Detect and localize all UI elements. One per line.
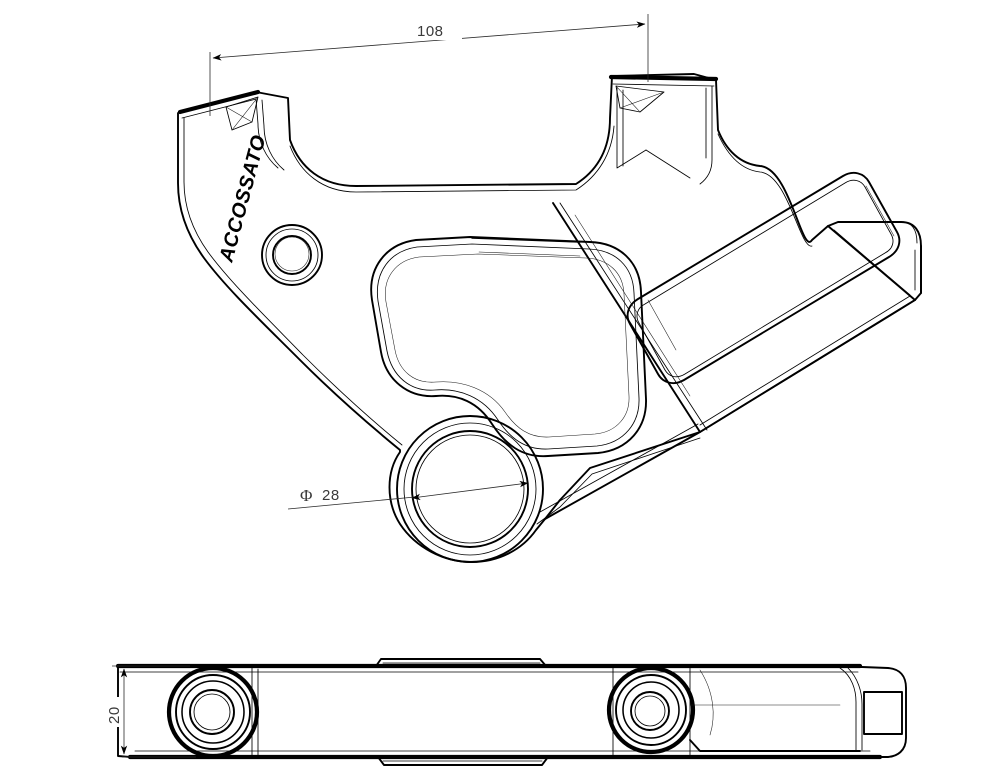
top-right-cap-edge-inner — [612, 83, 715, 87]
shoulder-rib-ref-line — [574, 214, 691, 397]
slab-outline — [117, 666, 907, 758]
left-edge-inner-line — [183, 117, 403, 446]
top-left-cap-edge-inner — [181, 98, 257, 119]
lightening-pocket — [370, 236, 647, 458]
top-saddle-inner-edge — [289, 125, 615, 193]
heel-block — [699, 221, 922, 433]
dimension-bore-symbol: Φ — [300, 486, 312, 505]
fastener-hole — [261, 224, 323, 286]
heel-plate-slot — [626, 171, 901, 385]
body-outer-outline — [177, 73, 922, 563]
centre-raised-strip-top — [375, 658, 547, 667]
brand-engraving: ACCOSSATO — [215, 133, 270, 266]
dimension-20-label: 20 — [106, 706, 123, 724]
rear-bushing-block — [612, 666, 861, 758]
dimension-bore-diameter: Φ 28 — [287, 480, 529, 510]
right-notch-inner-edge — [717, 133, 813, 247]
top-left-cap-edge — [177, 89, 261, 115]
heel-side-contour — [689, 667, 863, 751]
end-rectangle-detail — [863, 691, 903, 735]
right-mount-tab — [615, 85, 713, 185]
dimension-20: 20 — [106, 665, 196, 758]
front-view: 108 Φ 28 ACCOSSATO — [177, 14, 922, 563]
left-mount-tab — [225, 96, 285, 171]
pivot-bore — [396, 415, 544, 563]
dimension-bore-label: 28 — [322, 487, 340, 504]
diagonal-shoulder-rib — [539, 202, 708, 520]
rear-bushing — [606, 665, 696, 755]
lower-right-chamfer — [536, 437, 701, 525]
dimension-108: 108 — [209, 14, 649, 116]
centre-raised-strip-bottom — [377, 756, 549, 766]
top-right-cap-edge — [608, 74, 719, 82]
brand-text: ACCOSSATO — [215, 133, 270, 266]
bottom-view: 20 — [106, 658, 907, 766]
dimension-108-label: 108 — [417, 23, 444, 40]
front-bushing — [166, 665, 260, 759]
